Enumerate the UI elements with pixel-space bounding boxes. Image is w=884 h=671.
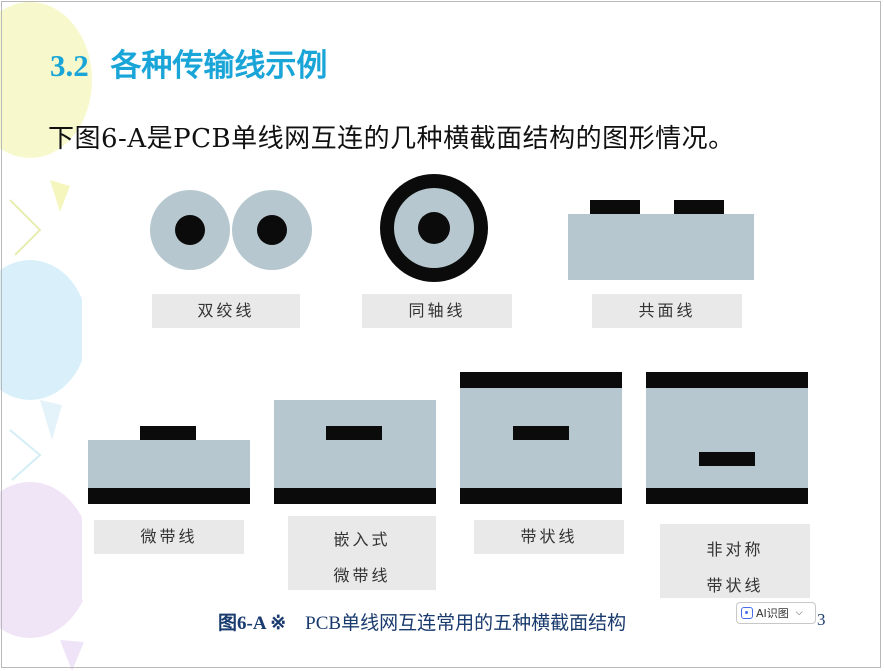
label-stripline: 带状线 — [474, 520, 624, 554]
balloon-decoration — [0, 2, 92, 671]
label-asym-line2: 带状线 — [706, 576, 764, 595]
caption-figure-number: 图6-A ※ — [218, 613, 287, 634]
page-number: 3 — [817, 610, 826, 629]
twisted-pair-shape — [150, 190, 312, 270]
cross-section-figure: 双绞线 同轴线 共面线 微带线 嵌入式 微带线 带状线 非对称 带状线 — [82, 172, 814, 600]
ai-button-label: AI识图 — [756, 607, 789, 620]
balloon-blue — [0, 260, 88, 400]
figure-caption: 图6-A ※ PCB单线网互连常用的五种横截面结构 — [218, 608, 626, 635]
ai-recognize-button[interactable]: AI识图 ⌵ — [736, 602, 816, 624]
label-embedded-microstrip: 嵌入式 微带线 — [288, 516, 436, 590]
balloon-yellow — [0, 2, 92, 158]
balloon-purple — [0, 482, 92, 638]
label-twisted-pair: 双绞线 — [152, 294, 300, 328]
label-embedded-line1: 嵌入式 — [333, 530, 391, 549]
coaxial-shape — [380, 174, 488, 282]
label-coplanar: 共面线 — [592, 294, 742, 328]
embedded-microstrip-shape — [274, 400, 436, 504]
title-number: 3.2 — [50, 48, 89, 83]
coplanar-shape — [568, 200, 754, 280]
label-asym-line1: 非对称 — [706, 540, 764, 559]
cross-section-diagram — [88, 174, 808, 504]
ai-scan-icon — [741, 607, 753, 619]
stripline-shape — [460, 372, 622, 504]
slide-title: 3.2 各种传输线示例 — [50, 40, 327, 85]
label-asymmetric-stripline: 非对称 带状线 — [660, 524, 810, 598]
chevron-down-icon: ⌵ — [795, 608, 803, 618]
label-embedded-line2: 微带线 — [333, 566, 391, 585]
caption-text: PCB单线网互连常用的五种横截面结构 — [305, 613, 627, 634]
title-text: 各种传输线示例 — [110, 48, 328, 84]
label-coaxial: 同轴线 — [362, 294, 512, 328]
slide-subtitle: 下图6-A是PCB单线网互连的几种横截面结构的图形情况。 — [48, 124, 735, 154]
microstrip-shape — [88, 426, 250, 504]
label-microstrip: 微带线 — [94, 520, 244, 554]
asymmetric-stripline-shape — [646, 372, 808, 504]
